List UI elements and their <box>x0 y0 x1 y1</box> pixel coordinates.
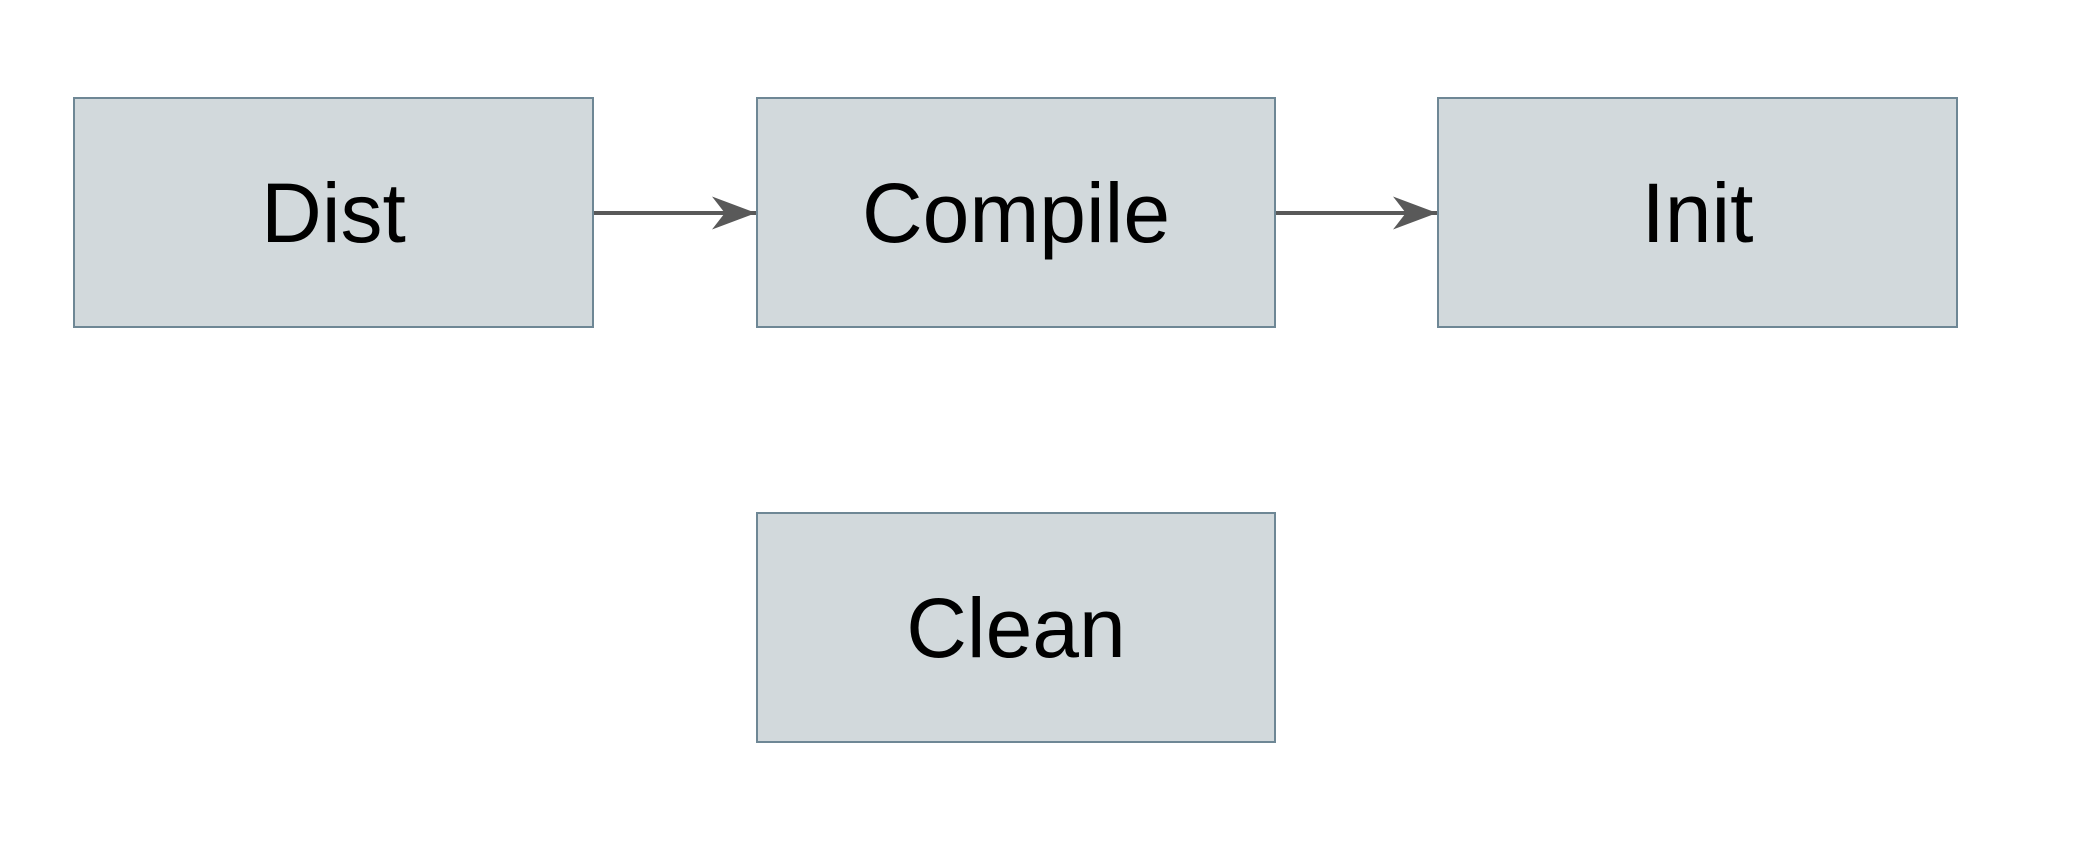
node-init-label: Init <box>1641 165 1754 260</box>
node-dist-label: Dist <box>261 165 406 260</box>
node-compile: Compile <box>756 97 1276 328</box>
node-clean: Clean <box>756 512 1276 743</box>
node-dist: Dist <box>73 97 594 328</box>
node-compile-label: Compile <box>861 165 1171 260</box>
node-clean-label: Clean <box>906 580 1126 675</box>
node-init: Init <box>1437 97 1958 328</box>
